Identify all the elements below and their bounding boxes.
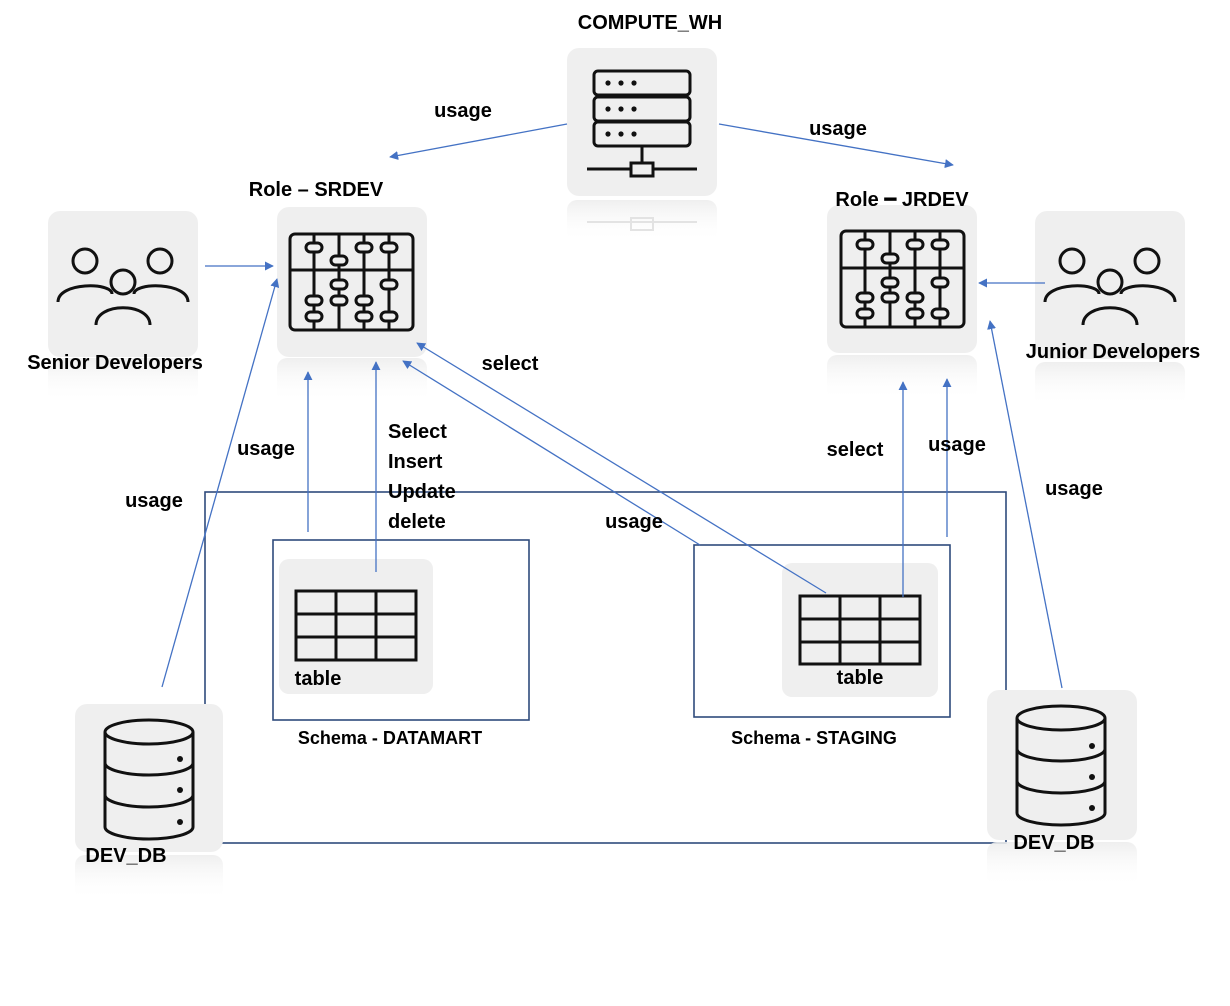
edge-label-wh-srdev: usage xyxy=(434,100,492,122)
schema-staging-node[interactable]: table Schema - STAGING xyxy=(693,544,951,748)
edge-staging-usage-srdev xyxy=(402,360,701,546)
schema-staging-label: Schema - STAGING xyxy=(731,728,897,748)
database-dots xyxy=(1089,743,1095,811)
edge-wh-to-jrdev xyxy=(718,123,954,169)
senior-developers-icon-bg xyxy=(48,211,198,357)
database-dots xyxy=(177,756,183,825)
database-right-label: DEV_DB xyxy=(1013,832,1094,854)
junior-developers-label: Junior Developers xyxy=(1026,341,1201,363)
edge-label-jrdev-select: select xyxy=(827,439,884,461)
role-srdev-node[interactable]: Role – SRDEV xyxy=(249,179,427,357)
role-srdev-icon-bg xyxy=(277,207,427,357)
database-icon xyxy=(1015,704,1107,827)
schema-datamart-node[interactable]: table Schema - DATAMART xyxy=(272,539,530,748)
role-jrdev-node[interactable]: Role ━ JRDEV xyxy=(827,189,977,353)
schema-datamart-label: Schema - DATAMART xyxy=(298,728,482,748)
edges xyxy=(161,123,1063,689)
database-right-node[interactable]: DEV_DB xyxy=(987,690,1137,854)
icon-reflections xyxy=(48,200,1185,900)
edge-wh-to-srdev xyxy=(389,123,568,160)
edge-labels: usage usage select usage Select Insert U… xyxy=(125,100,1103,533)
edge-label-db-left-usage: usage xyxy=(125,490,183,512)
senior-developers-node[interactable]: Senior Developers xyxy=(27,211,203,374)
database-left-label: DEV_DB xyxy=(85,845,166,867)
edge-db-left-to-srdev xyxy=(161,278,280,688)
table-icon xyxy=(798,594,922,666)
edge-label-dml-update: Update xyxy=(388,481,456,503)
abacus-icon xyxy=(839,229,966,329)
role-jrdev-label: Role ━ JRDEV xyxy=(835,189,969,211)
edge-label-dml-insert: Insert xyxy=(388,451,443,473)
role-srdev-label: Role – SRDEV xyxy=(249,179,384,201)
users-group-icon xyxy=(1043,247,1177,326)
edge-label-wh-jrdev: usage xyxy=(809,118,867,140)
senior-developers-label: Senior Developers xyxy=(27,352,203,374)
edge-label-dml-select: Select xyxy=(388,421,447,443)
table-icon xyxy=(294,589,418,662)
datamart-table-label: table xyxy=(295,668,342,690)
database-boundary xyxy=(204,491,1007,844)
junior-developers-node[interactable]: Junior Developers xyxy=(1026,211,1201,363)
edge-label-datamart-usage: usage xyxy=(237,438,295,460)
junior-developers-icon-bg xyxy=(1035,211,1185,359)
edge-label-staging-usage: usage xyxy=(605,511,663,533)
edge-label-dml-delete: delete xyxy=(388,511,446,533)
warehouse-node[interactable]: COMPUTE_WH xyxy=(567,12,722,196)
edge-label-jrdev-usage: usage xyxy=(928,434,986,456)
database-left-node[interactable]: DEV_DB xyxy=(75,704,223,867)
edge-label-db-right-usage: usage xyxy=(1045,478,1103,500)
server-icon xyxy=(587,69,697,178)
users-group-icon xyxy=(56,247,190,326)
role-jrdev-icon-bg xyxy=(827,205,977,353)
edge-db-right-to-jrdev xyxy=(987,320,1063,689)
database-icon xyxy=(103,718,195,841)
server-dots xyxy=(605,80,637,137)
abacus-icon xyxy=(288,232,415,332)
staging-table-label: table xyxy=(837,667,884,689)
edge-staging-table-select-srdev xyxy=(416,342,827,594)
warehouse-label: COMPUTE_WH xyxy=(578,12,722,34)
edge-label-srdev-select: select xyxy=(482,353,539,375)
